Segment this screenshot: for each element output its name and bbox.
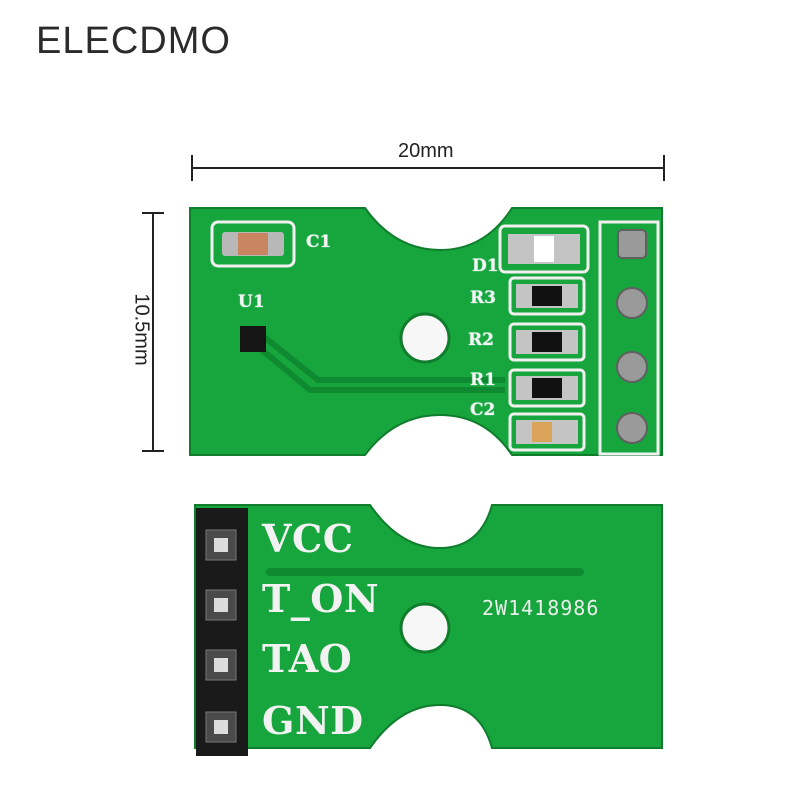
bottom-pcb — [194, 504, 663, 756]
silk-u1: U1 — [238, 292, 265, 312]
silk-c2: C2 — [470, 400, 496, 420]
silk-r3: R3 — [470, 288, 496, 308]
dimension-lines — [142, 155, 665, 452]
brand-logo-text: ELECDMO — [36, 20, 231, 62]
silk-c1: C1 — [306, 232, 332, 252]
silk-r2: R2 — [468, 330, 494, 350]
pin-label-t-on: T_ON — [262, 576, 380, 621]
width-dimension-label: 20mm — [398, 140, 454, 162]
top-pcb — [189, 207, 663, 456]
height-dimension-label: 10.5mm — [130, 293, 153, 366]
silk-d1: D1 — [472, 256, 499, 276]
pin-label-gnd: GND — [262, 698, 364, 743]
pin-label-vcc: VCC — [262, 516, 354, 561]
pin-label-tao: TAO — [262, 636, 353, 681]
serial-number: 2W1418986 — [482, 596, 600, 620]
silk-r1: R1 — [470, 370, 496, 390]
